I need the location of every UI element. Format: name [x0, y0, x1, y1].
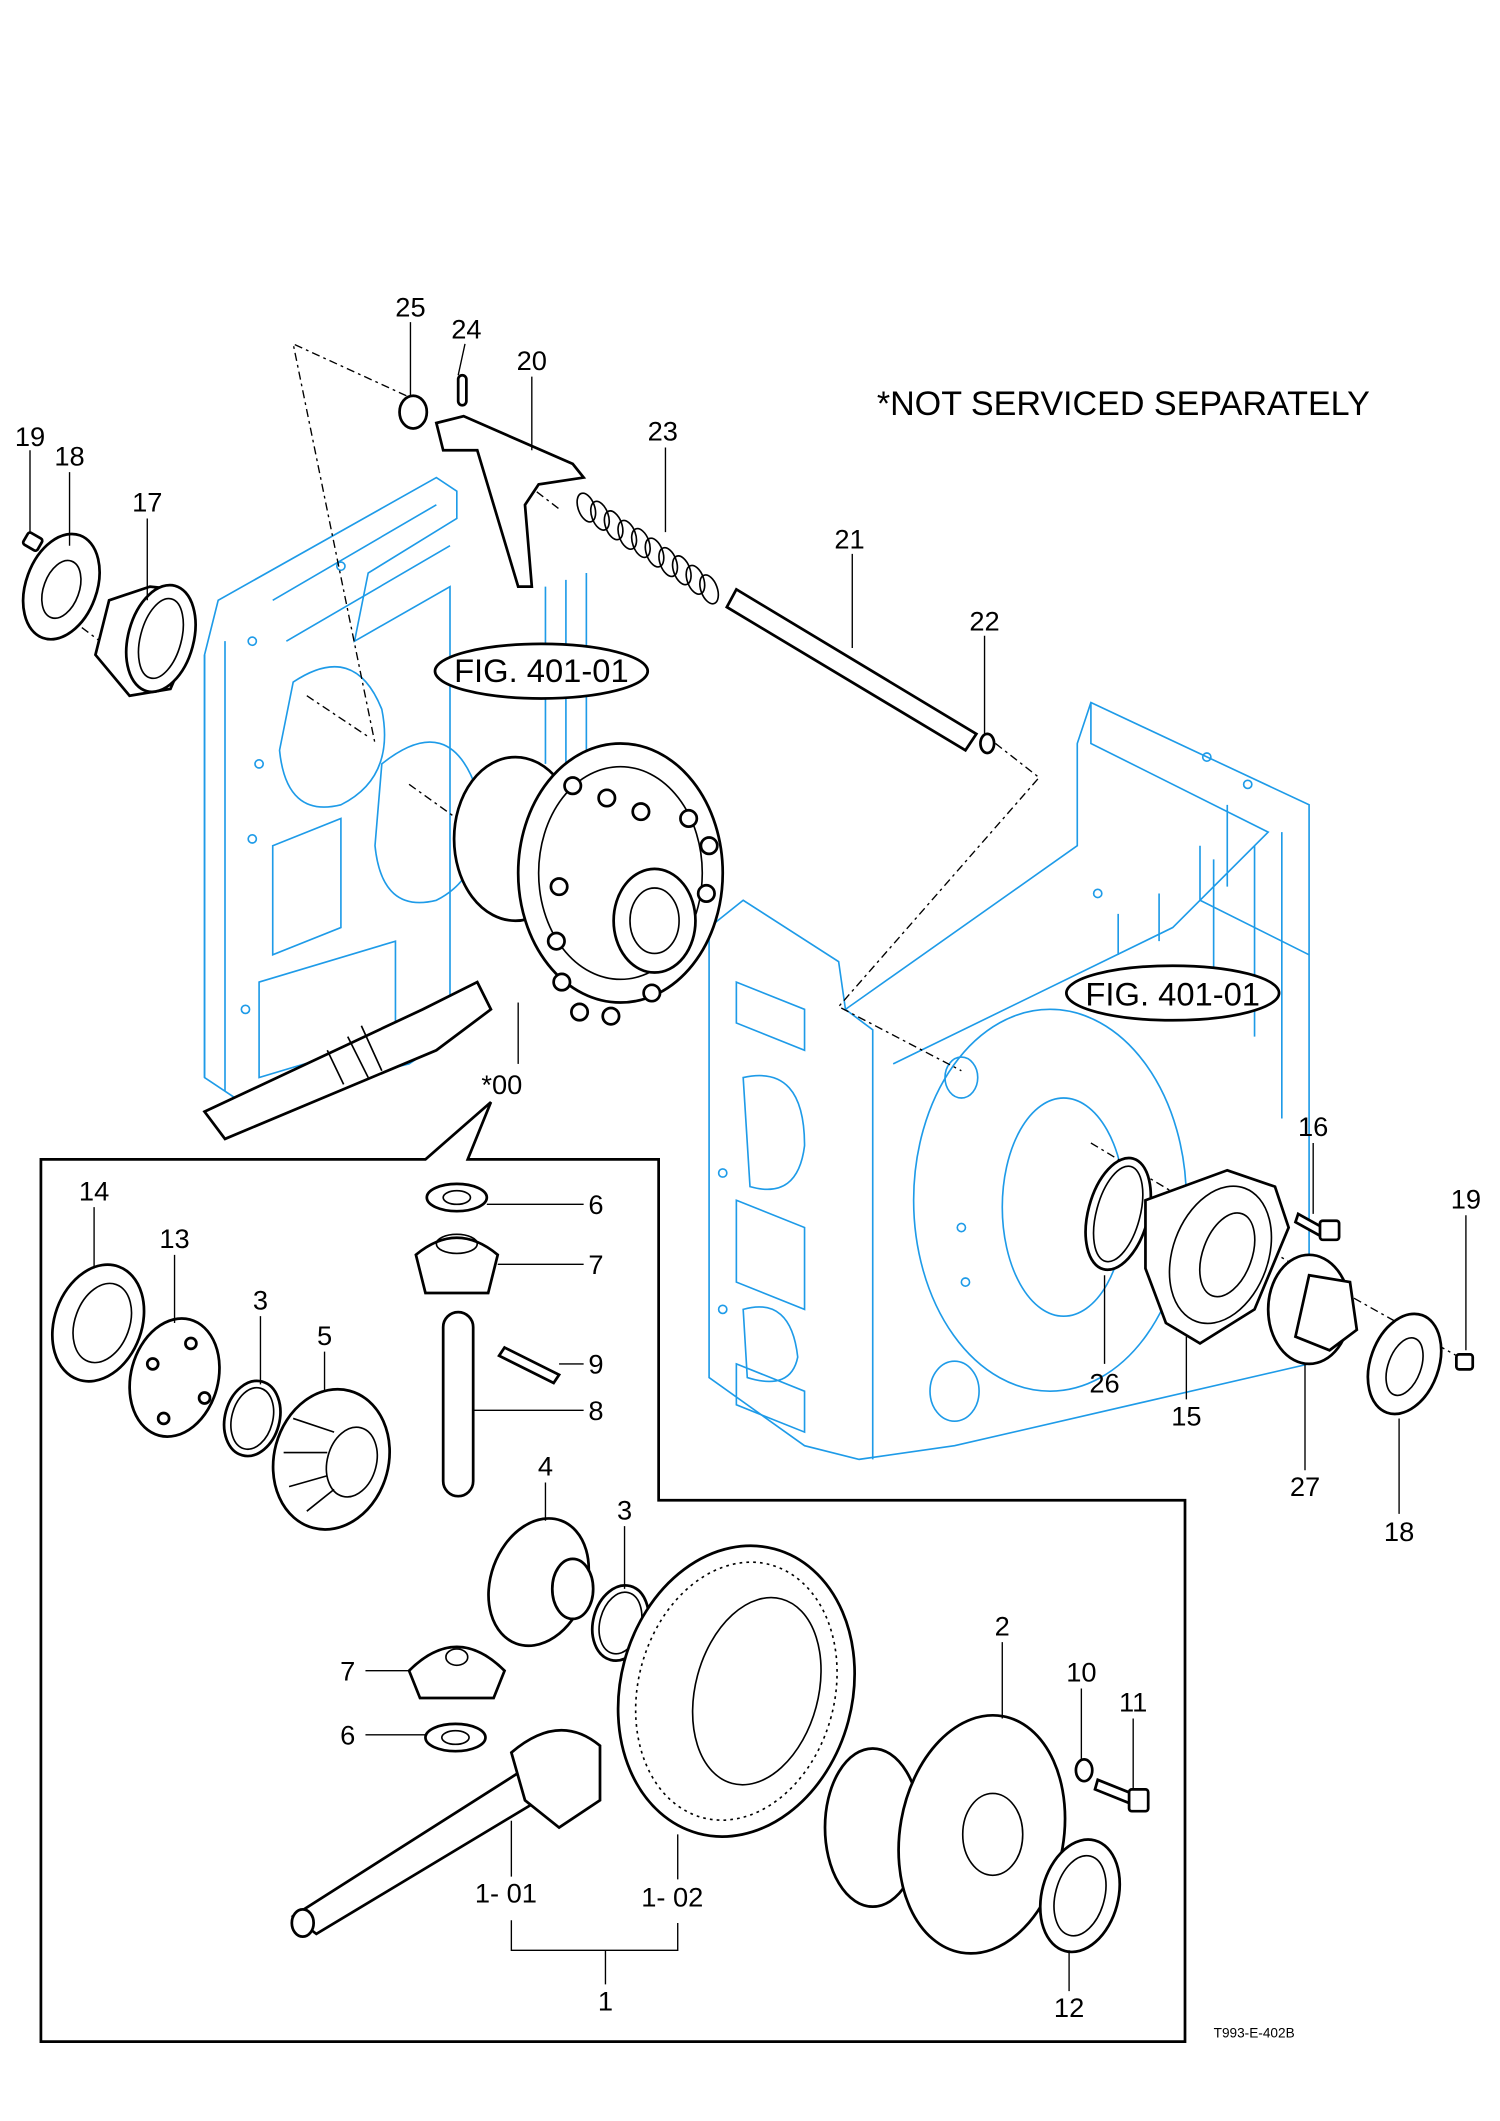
label-6-top: 6 — [588, 1189, 603, 1220]
label-22: 22 — [969, 605, 999, 636]
part-19-bolt[interactable] — [21, 531, 44, 552]
part-6-washer-top[interactable] — [425, 1182, 489, 1213]
part-7-pinion-top[interactable] — [414, 1233, 500, 1295]
part-2-differential-case[interactable] — [823, 1702, 1083, 1967]
part-3-thrust-washer[interactable] — [216, 1375, 288, 1463]
label-14: 14 — [79, 1175, 109, 1206]
label-18-right: 18 — [1384, 1516, 1414, 1547]
part-9-pin[interactable] — [497, 1345, 562, 1385]
label-1-02: 1- 02 — [641, 1882, 703, 1913]
label-26: 26 — [1089, 1368, 1119, 1399]
fig-ref-callout-right[interactable]: FIG. 401-01 — [1065, 964, 1281, 1022]
part-18-plate[interactable] — [9, 523, 113, 650]
fig-ref-callout-left[interactable]: FIG. 401-01 — [433, 642, 650, 700]
part-10-washer[interactable] — [1074, 1757, 1094, 1783]
part-17-collar[interactable] — [93, 577, 206, 699]
part-1-01-drive-pinion[interactable] — [290, 1728, 602, 1938]
label-10: 10 — [1066, 1657, 1096, 1688]
label-25: 25 — [395, 292, 425, 323]
label-2: 2 — [995, 1610, 1010, 1641]
label-5: 5 — [317, 1320, 332, 1351]
label-23: 23 — [648, 416, 678, 447]
part-14-bearing[interactable] — [37, 1252, 160, 1395]
drawing-code: T993-E-402B — [1214, 2026, 1295, 2041]
part-19-bolt-right[interactable] — [1455, 1353, 1475, 1371]
part-27-sleeve[interactable] — [1266, 1253, 1359, 1366]
part-25-plug[interactable] — [398, 394, 429, 430]
label-9: 9 — [588, 1348, 603, 1379]
fig-ref-text: FIG. 401-01 — [454, 652, 629, 689]
part-00-differential-assembly[interactable] — [202, 742, 725, 1141]
label-15: 15 — [1171, 1400, 1201, 1431]
label-21: 21 — [834, 523, 864, 554]
part-18-plate-right[interactable] — [1355, 1304, 1455, 1425]
detail-inset-frame — [39, 1101, 1187, 2043]
label-1: 1 — [598, 1985, 613, 2016]
part-4-side-gear[interactable] — [471, 1504, 605, 1660]
label-1-01: 1- 01 — [475, 1878, 537, 1909]
label-24: 24 — [451, 313, 481, 344]
label-00: *00 — [481, 1069, 522, 1100]
part-21-shift-rod[interactable] — [725, 587, 979, 753]
part-8-pinion-shaft[interactable] — [441, 1310, 475, 1498]
label-19: 19 — [15, 421, 45, 452]
leader-lines — [29, 322, 1467, 1992]
label-18: 18 — [54, 440, 84, 471]
part-6-washer-bottom[interactable] — [424, 1722, 487, 1753]
part-22-o-ring[interactable] — [979, 732, 996, 755]
part-5-side-gear[interactable] — [258, 1376, 405, 1543]
right-housing-outline — [708, 701, 1310, 1461]
label-27: 27 — [1290, 1471, 1320, 1502]
label-13: 13 — [159, 1223, 189, 1254]
fig-ref-text: FIG. 401-01 — [1085, 975, 1260, 1012]
label-3: 3 — [253, 1284, 268, 1315]
label-4: 4 — [538, 1451, 553, 1482]
label-8: 8 — [588, 1395, 603, 1426]
label-7-top: 7 — [588, 1249, 603, 1280]
part-24-pin[interactable] — [456, 373, 468, 407]
part-23-spring[interactable] — [574, 491, 722, 607]
not-serviced-note: *NOT SERVICED SEPARATELY — [877, 385, 1370, 423]
label-19-right: 19 — [1451, 1183, 1481, 1214]
part-7-pinion-bottom[interactable] — [407, 1645, 507, 1700]
part-26-seal[interactable] — [1074, 1151, 1162, 1277]
part-16-bolt[interactable] — [1293, 1211, 1341, 1242]
label-12: 12 — [1054, 1992, 1084, 2023]
part-15-flange[interactable] — [1144, 1168, 1291, 1346]
label-20: 20 — [517, 345, 547, 376]
label-17: 17 — [132, 487, 162, 518]
label-6-bottom: 6 — [340, 1719, 355, 1750]
label-16: 16 — [1298, 1111, 1328, 1142]
label-7-bottom: 7 — [340, 1655, 355, 1686]
label-11: 11 — [1119, 1687, 1147, 1718]
label-3-right: 3 — [617, 1494, 632, 1525]
part-20-shift-fork[interactable] — [434, 414, 587, 588]
part-13-hub[interactable] — [117, 1308, 232, 1446]
part-11-bolt[interactable] — [1093, 1777, 1150, 1813]
part-12-bearing[interactable] — [1028, 1831, 1131, 1961]
part-1-02-ring-gear[interactable] — [586, 1519, 886, 1864]
